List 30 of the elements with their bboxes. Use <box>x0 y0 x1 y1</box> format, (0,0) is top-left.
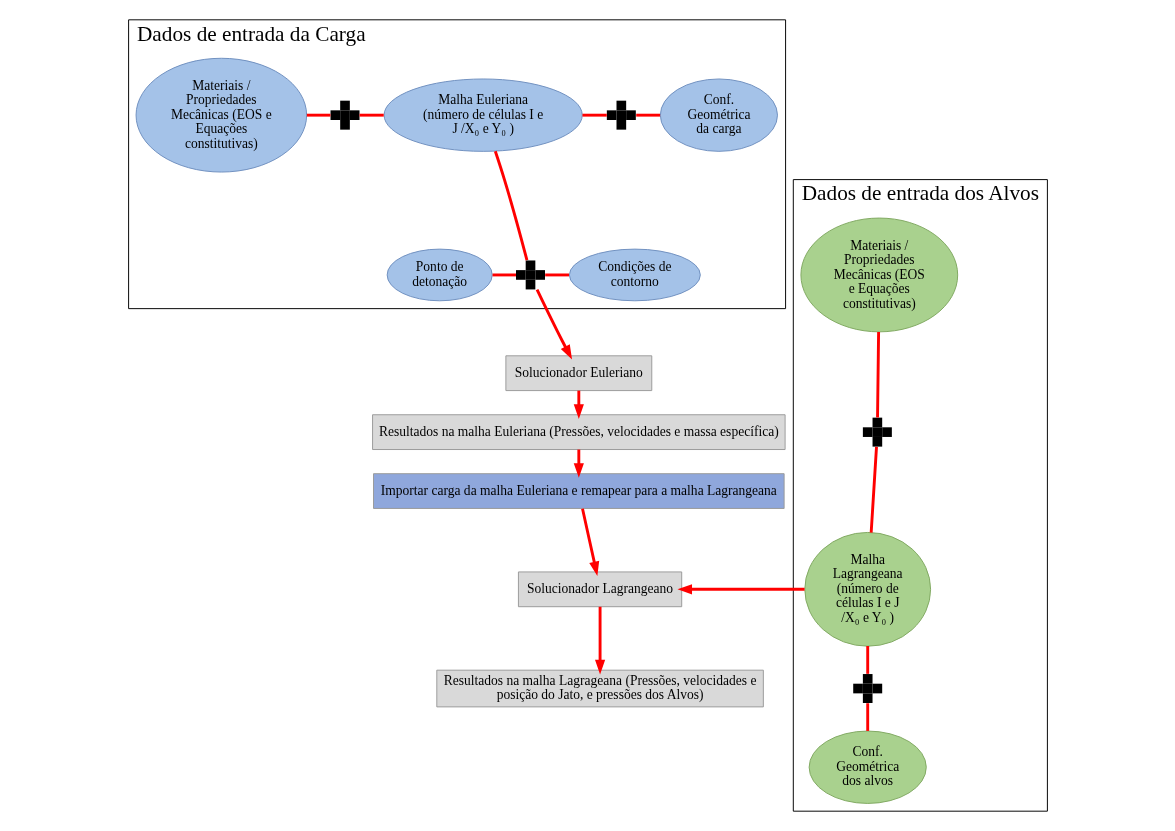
node-ellipse: Conf. Geométrica da carga <box>659 78 778 152</box>
arrow <box>677 584 805 595</box>
node-ellipse: Conf. Geométrica dos alvos <box>808 730 927 804</box>
connector <box>359 113 384 117</box>
node-ellipse: Materiais / Propriedades Mecânicas (EOS e Equações constitutivas) <box>135 57 307 173</box>
arrow <box>573 449 584 478</box>
node-box: Solucionador Lagrangeano <box>517 571 682 608</box>
arrow <box>535 289 572 360</box>
connector <box>544 273 569 277</box>
connector <box>875 331 880 418</box>
node-box: Solucionador Euleriano <box>504 355 652 392</box>
node-ellipse: Condições de contorno <box>568 248 701 302</box>
connector <box>869 446 878 533</box>
node-ellipse: Ponto de detonação <box>386 248 493 302</box>
connector <box>865 703 869 731</box>
node-ellipse: Materiais / Propriedades Mecânicas (EOS e Equações constitutivas) <box>799 217 958 333</box>
arrow <box>594 606 605 675</box>
node-ellipse: Malha Euleriana (número de células I e J /X₀ e Y₀ ) <box>383 78 583 152</box>
connector <box>493 150 528 261</box>
arrow <box>580 508 599 577</box>
node-box: Resultados na malha Lagrageana (Pressões, velocidades e posição do Jato, e pressões dos Alvos) <box>435 669 764 708</box>
connector <box>635 113 660 117</box>
connector <box>306 113 330 117</box>
node-box: Resultados na malha Euleriana (Pressões, velocidades e massa específica) <box>371 414 786 450</box>
arrow <box>573 390 584 419</box>
connector <box>865 646 869 674</box>
node-circle: Malha Lagrangeana (número de células I e J /X₀ e Y₀ ) <box>803 531 931 647</box>
connector <box>581 113 607 117</box>
node-box: Importar carga da malha Euleriana e remapear para a malha Lagrangeana <box>372 473 785 509</box>
connector <box>492 273 516 277</box>
